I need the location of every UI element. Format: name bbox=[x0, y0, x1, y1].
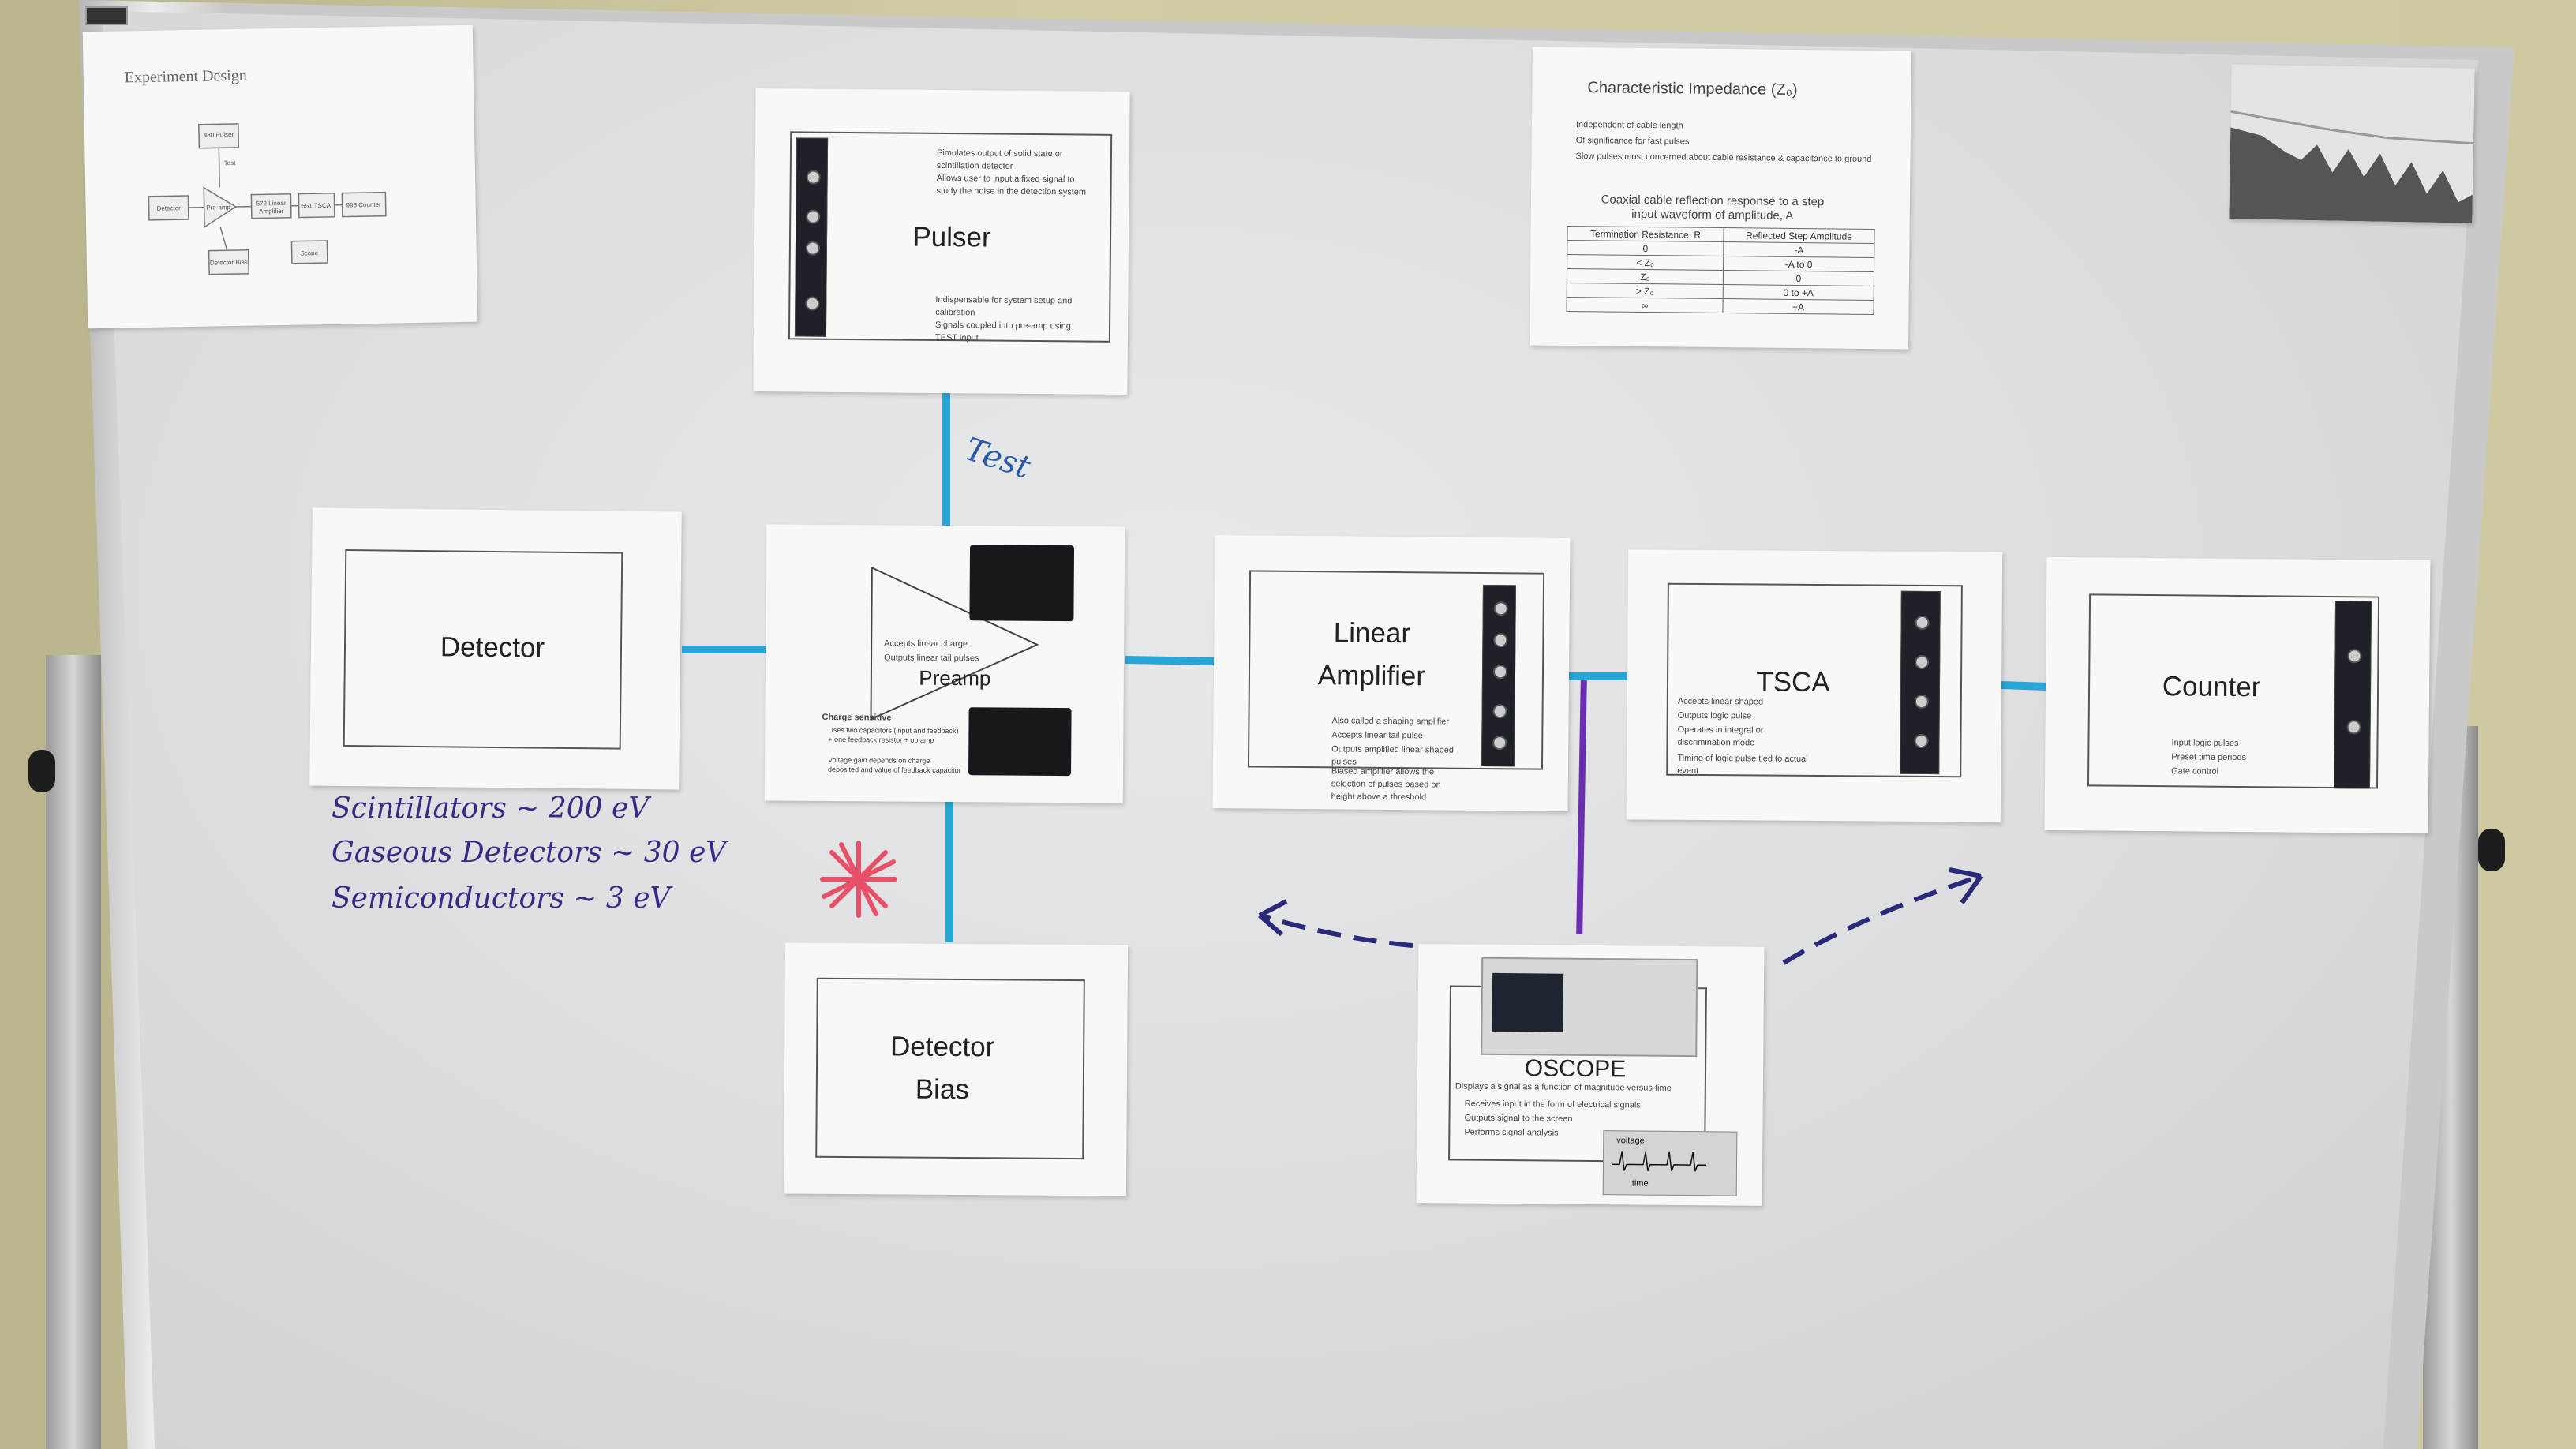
svg-text:Scope: Scope bbox=[300, 249, 318, 256]
pulser-bullet-4: Signals coupled into pre-amp using TEST … bbox=[934, 320, 1071, 343]
svg-text:Detector: Detector bbox=[156, 204, 181, 212]
pulser-bullet-2: Allows user to input a fixed signal to s… bbox=[936, 173, 1087, 197]
stand-left-post bbox=[46, 655, 101, 1449]
oscope-axis-voltage: voltage bbox=[1616, 1136, 1645, 1146]
impedance-sheet: Characteristic Impedance (Z₀) Independen… bbox=[1530, 47, 1911, 350]
impedance-bullet-2: Of significance for fast pulses bbox=[1575, 136, 1690, 147]
svg-text:551 TSCA: 551 TSCA bbox=[301, 202, 331, 210]
table-cell: > Z₀ bbox=[1567, 283, 1724, 299]
svg-text:Test: Test bbox=[224, 159, 237, 167]
preamp-sheet: Preamp Accepts linear charge Outputs lin… bbox=[764, 524, 1125, 803]
tsca-sheet: TSCA Accepts linear shaped Outputs logic… bbox=[1626, 549, 2003, 822]
tsca-bullet-3: Operates in integral or discrimination m… bbox=[1677, 724, 1764, 748]
linear-amplifier-label-line2: Amplifier bbox=[1317, 660, 1426, 692]
handwritten-gaseous: Gaseous Detectors ~ 30 eV bbox=[331, 837, 727, 869]
stand-right-knob bbox=[2478, 829, 2505, 871]
pulser-module-image bbox=[794, 137, 829, 337]
pulser-sheet: Pulser Simulates output of solid state o… bbox=[753, 88, 1130, 395]
preamp-bullet-2: Outputs linear tail pulses bbox=[884, 653, 979, 664]
pulser-bullet-3: Indispensable for system setup and calib… bbox=[935, 294, 1073, 318]
detector-sheet: Detector bbox=[309, 507, 682, 790]
preamp-bullet-1: Accepts linear charge bbox=[884, 638, 968, 650]
table-cell: < Z₀ bbox=[1567, 254, 1724, 271]
svg-text:Pre-amp: Pre-amp bbox=[206, 204, 230, 212]
table-cell: 0 to +A bbox=[1723, 284, 1874, 301]
spectrum-graph bbox=[2229, 110, 2474, 223]
oscope-bullet-2: Outputs signal to the screen bbox=[1464, 1113, 1573, 1124]
linear-amplifier-sheet: Linear Amplifier Also called a shaping a… bbox=[1212, 535, 1571, 811]
table-cell: ∞ bbox=[1566, 297, 1724, 313]
impedance-bullet-1: Independent of cable length bbox=[1575, 120, 1683, 131]
tsca-bullet-1: Accepts linear shaped bbox=[1677, 696, 1764, 707]
detector-bias-label-line2: Bias bbox=[915, 1073, 970, 1106]
impedance-title: Characteristic Impedance (Z₀) bbox=[1587, 79, 1798, 99]
oscilloscope-screen bbox=[1492, 972, 1564, 1032]
counter-sheet: Counter Input logic pulses Preset time p… bbox=[2044, 556, 2431, 834]
svg-text:572 Linear: 572 Linear bbox=[256, 200, 286, 208]
waveform-trace bbox=[1612, 1151, 1707, 1172]
experiment-design-title: Experiment Design bbox=[124, 66, 247, 87]
preamp-triangle bbox=[870, 566, 1039, 721]
pulser-bullet-1: Simulates output of solid state or scint… bbox=[936, 148, 1063, 171]
wire-amp-tsca bbox=[1567, 672, 1627, 680]
table-cell: 0 bbox=[1723, 270, 1874, 286]
wire-pulser-preamp bbox=[942, 393, 950, 527]
linear-amplifier-bullet-2: Accepts linear tail pulse bbox=[1331, 730, 1423, 741]
oscope-waveform-image: voltage time bbox=[1602, 1130, 1738, 1196]
counter-module-image bbox=[2333, 601, 2372, 789]
svg-text:996 Counter: 996 Counter bbox=[346, 201, 382, 209]
experiment-design-sheet: Experiment Design 480 Pulser Detector Pr… bbox=[82, 24, 478, 329]
eraser bbox=[85, 6, 128, 25]
block-diagram: 480 Pulser Detector Pre-amp 572 Linear A… bbox=[148, 123, 387, 275]
pulser-label: Pulser bbox=[912, 221, 991, 253]
counter-bullet-2: Preset time periods bbox=[2171, 752, 2247, 763]
counter-bullet-1: Input logic pulses bbox=[2171, 738, 2239, 749]
wire-preamp-bias bbox=[945, 797, 953, 942]
counter-label: Counter bbox=[2162, 671, 2261, 703]
oscope-axis-time: time bbox=[1631, 1178, 1649, 1189]
oscope-description: Displays a signal as a function of magni… bbox=[1455, 1081, 1672, 1093]
svg-text:Amplifier: Amplifier bbox=[259, 208, 284, 215]
linear-amplifier-module-image bbox=[1481, 585, 1516, 767]
impedance-header-r: Termination Resistance, R bbox=[1567, 226, 1724, 242]
oscope-sheet: OSCOPE Displays a signal as a function o… bbox=[1416, 944, 1765, 1206]
impedance-header-amp: Reflected Step Amplitude bbox=[1723, 227, 1875, 244]
detector-label: Detector bbox=[440, 631, 545, 664]
linear-amplifier-label-line1: Linear bbox=[1333, 617, 1411, 650]
red-star-icon bbox=[820, 841, 897, 918]
linear-amplifier-bullet-4: Biased amplifier allows the selection of… bbox=[1331, 766, 1441, 803]
tsca-module-image bbox=[1900, 590, 1941, 775]
svg-text:480 Pulser: 480 Pulser bbox=[204, 131, 234, 139]
spectrum-photo bbox=[2229, 64, 2475, 223]
table-cell: -A bbox=[1723, 242, 1874, 258]
preamp-note-3: Voltage gain depends on charge deposited… bbox=[828, 755, 961, 775]
wire-preamp-amp bbox=[1125, 655, 1218, 666]
table-cell: +A bbox=[1722, 298, 1874, 315]
tsca-bullet-2: Outputs logic pulse bbox=[1677, 710, 1752, 721]
tsca-bullet-4: Timing of logic pulse tied to actual eve… bbox=[1677, 753, 1808, 776]
impedance-bullet-3: Slow pulses most concerned about cable r… bbox=[1575, 152, 1872, 165]
detector-bias-sheet: Detector Bias bbox=[783, 942, 1129, 1196]
linear-amplifier-bullet-1: Also called a shaping amplifier bbox=[1331, 716, 1450, 727]
preamp-photo-bottom bbox=[968, 707, 1072, 777]
table-cell: -A to 0 bbox=[1723, 256, 1874, 272]
oscilloscope-photo bbox=[1481, 957, 1698, 1058]
oscope-bullet-1: Receives input in the form of electrical… bbox=[1464, 1099, 1641, 1110]
impedance-table-caption: Coaxial cable reflection response to a s… bbox=[1601, 193, 1825, 223]
stand-left-knob bbox=[28, 750, 55, 792]
table-cell: 0 bbox=[1567, 240, 1724, 256]
counter-bullet-3: Gate control bbox=[2171, 766, 2219, 777]
wire-detector-preamp bbox=[682, 646, 769, 653]
preamp-note-2: Uses two capacitors (input and feedback)… bbox=[828, 725, 959, 744]
handwritten-scintillators: Scintillators ~ 200 eV bbox=[331, 792, 650, 825]
handwritten-semiconductors: Semiconductors ~ 3 eV bbox=[331, 882, 671, 915]
dashed-arrows bbox=[1258, 867, 1983, 965]
svg-text:Detector Bias: Detector Bias bbox=[210, 259, 248, 267]
detector-bias-label-line1: Detector bbox=[889, 1031, 995, 1063]
preamp-note-1: Charge sensitive bbox=[822, 712, 892, 723]
preamp-photo-top bbox=[969, 545, 1075, 622]
table-cell: Z₀ bbox=[1567, 268, 1724, 285]
